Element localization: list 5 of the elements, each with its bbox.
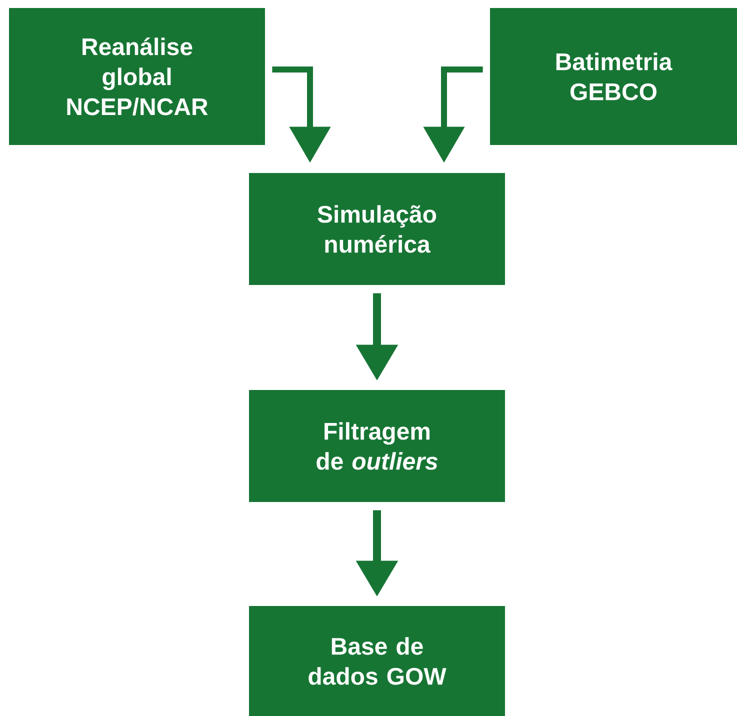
process-box: Batimetria GEBCO — [490, 8, 737, 145]
process-box: Filtragem de outliers — [249, 390, 505, 502]
process-box: Reanálise global NCEP/NCAR — [9, 8, 265, 145]
process-box: Simulação numérica — [249, 173, 505, 285]
process-box: Base de dados GOW — [249, 606, 505, 716]
